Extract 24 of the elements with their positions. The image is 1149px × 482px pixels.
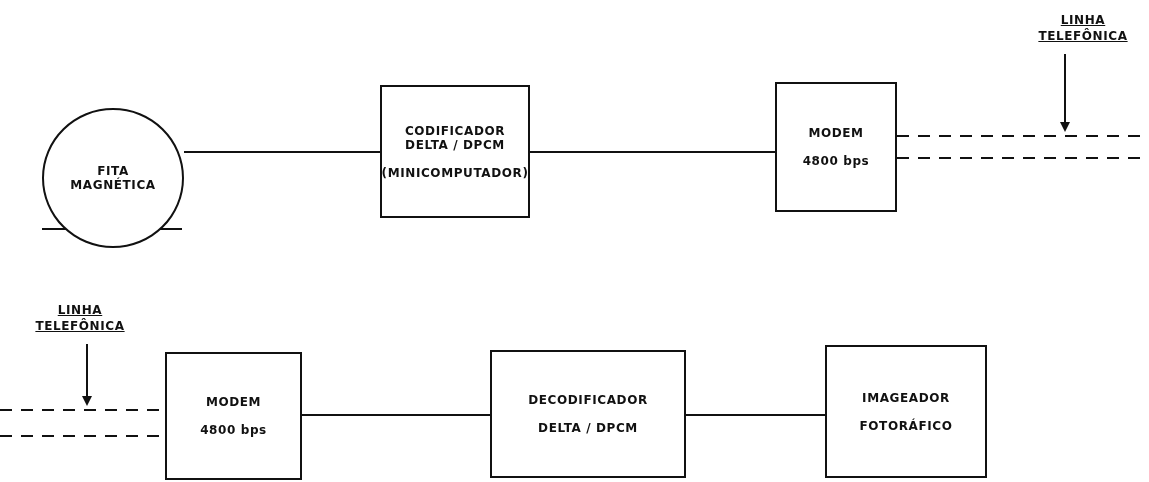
box-text: DELTA / DPCM <box>538 421 638 435</box>
connector-line <box>685 414 826 416</box>
line-label: LINHA TELEFÔNICA <box>1037 11 1129 45</box>
box-text: DECODIFICADOR <box>528 393 648 407</box>
box-text: FOTORÁFICO <box>859 418 953 433</box>
process-box <box>165 352 302 480</box>
box-text: MODEM <box>808 126 864 140</box>
line-label: LINHA TELEFÔNICA <box>34 301 126 335</box>
box-text: IMAGEADOR <box>862 390 950 405</box>
process-box <box>380 85 530 218</box>
connector-line <box>301 414 491 416</box>
box-text: (MINICOMPUTADOR) <box>381 165 529 180</box>
box-text: CODIFICADOR DELTA / DPCM <box>403 123 507 152</box>
process-box <box>825 345 987 478</box>
connector-line <box>183 151 381 153</box>
box-text: 4800 bps <box>802 154 870 168</box>
arrow <box>82 343 92 406</box>
process-box <box>775 82 897 212</box>
box-text: FITA MAGNÉTICA <box>69 164 157 192</box>
connector-line <box>529 151 776 153</box>
process-box <box>490 350 686 478</box>
arrow <box>1060 53 1070 132</box>
box-text: MODEM <box>205 395 262 409</box>
box-text: 4800 bps <box>200 423 267 437</box>
